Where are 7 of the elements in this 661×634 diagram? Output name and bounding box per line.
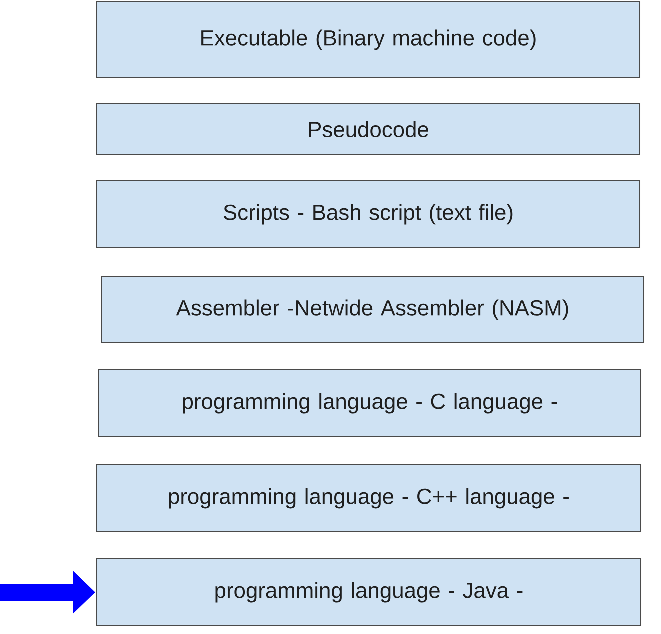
text-box: Assembler -Netwide Assembler (NASM) [102, 276, 644, 344]
text-box: programming language - C language - [98, 369, 642, 438]
text-box: Executable (Binary machine code) [96, 2, 640, 78]
text-box: Pseudocode [96, 103, 640, 156]
text-box: programming language - C++ language - [96, 464, 642, 532]
text-box: programming language - Java - [96, 558, 642, 626]
text-box: Scripts - Bash script (text file) [96, 180, 640, 248]
